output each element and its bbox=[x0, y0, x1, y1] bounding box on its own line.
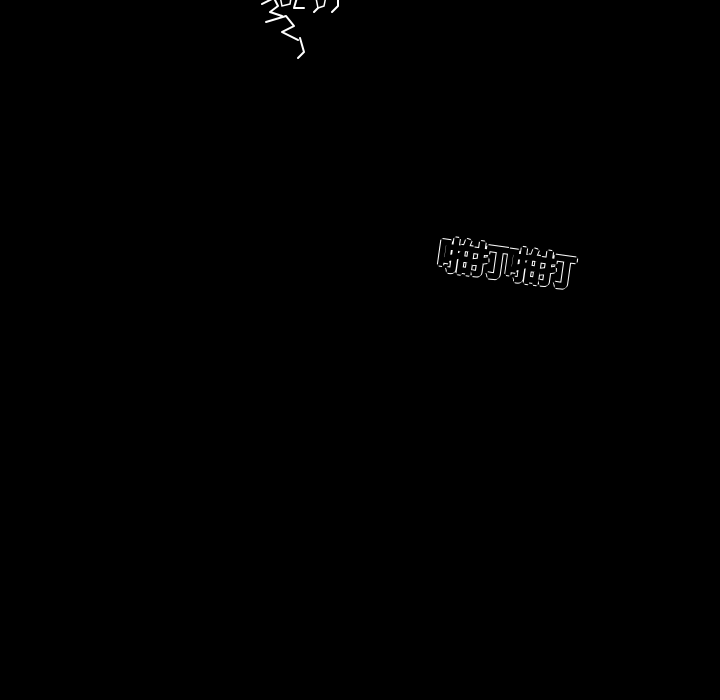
sfx-fragment-top bbox=[261, 0, 339, 59]
sfx-lettering: 啪打啪打 bbox=[434, 234, 576, 296]
